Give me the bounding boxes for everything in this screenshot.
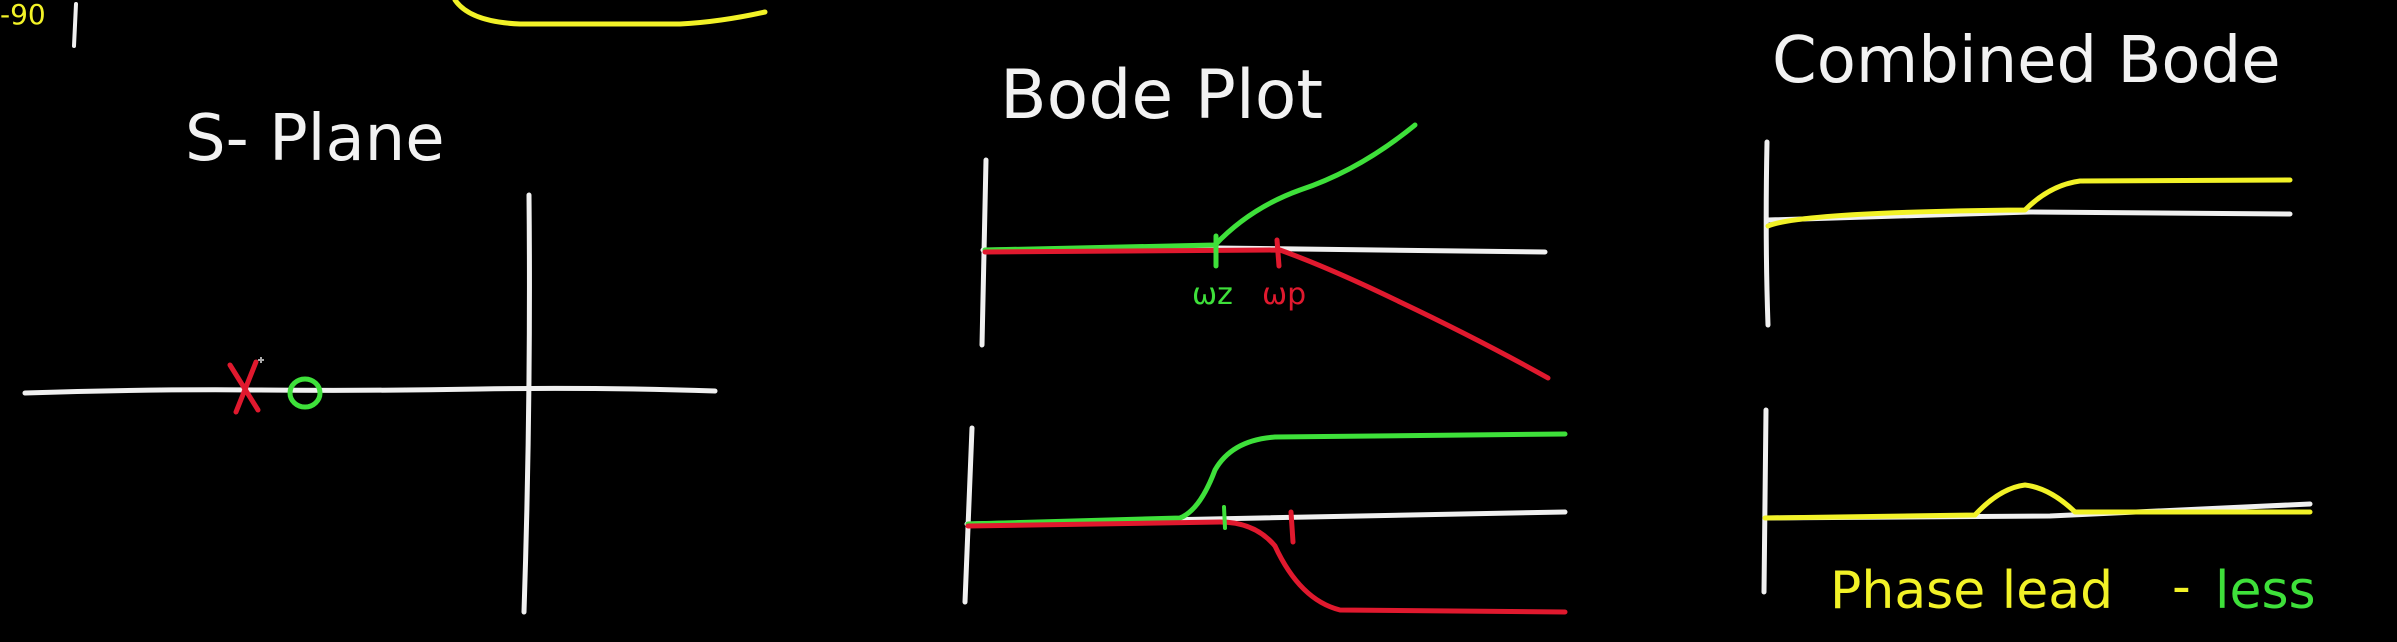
bode-mag-vertical-axis [979,157,989,348]
zero-marker [287,376,323,410]
bode-plot-title: Bode Plot [1000,56,1323,135]
bode-plot-section: Bode Plot ωz ωp [962,56,1568,615]
combined-bode-title: Combined Bode [1772,24,2281,98]
bode-phase-vertical-axis [962,425,975,605]
combined-caption-dash: - [2172,557,2191,617]
combined-mag-curve [1765,177,2293,229]
combined-caption-phase-lead: Phase lead [1830,561,2113,621]
bode-phase-pole-tick [1288,509,1296,545]
bode-mag-zero-curve [982,122,1418,253]
bode-zero-freq-label: ωz [1192,277,1233,312]
bode-phase-pole-curve [965,519,1568,615]
pole-marker [227,359,261,415]
s-plane-title: S- Plane [185,102,445,176]
s-plane-section: S- Plane [22,102,718,615]
s-plane-real-axis [22,385,718,396]
bode-mag-pole-curve [982,247,1551,381]
cursor-crosshair-icon [258,357,264,363]
combined-caption-less: less [2215,561,2316,621]
combined-phase-vertical-axis [1761,407,1769,595]
combined-bode-section: Combined Bode Phase lead - less [1761,24,2316,621]
top-left-fragment-bar [72,2,78,48]
bode-phase-zero-curve [965,431,1568,527]
combined-mag-vertical-axis [1763,139,1771,328]
combined-mag-horizontal-axis [1765,209,2293,223]
combined-phase-curve [1762,482,2313,521]
bode-phase-zero-tick [1222,505,1227,530]
top-left-fragment-text: -90 [0,0,46,31]
bode-mag-pole-tick [1274,237,1282,269]
bode-pole-freq-label: ωp [1262,277,1306,312]
s-plane-imag-axis [521,192,532,615]
top-yellow-curve-fragment [452,0,768,27]
